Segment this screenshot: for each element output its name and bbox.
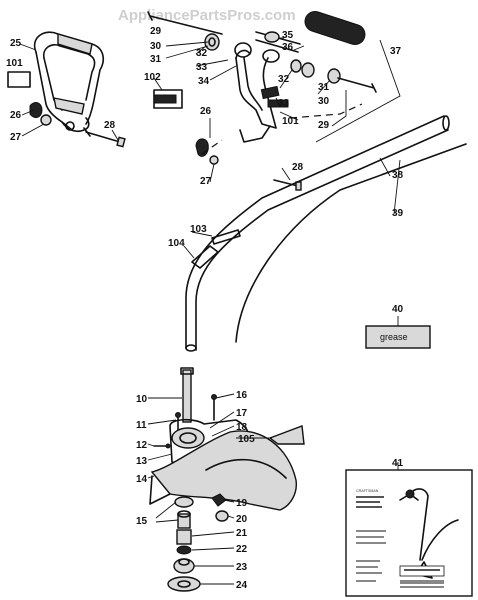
- callout-26b: 26: [200, 106, 212, 117]
- callout-36: 36: [282, 42, 294, 53]
- cap-24: [167, 576, 201, 592]
- label-101a: [7, 71, 31, 88]
- grease-label: grease: [380, 332, 408, 342]
- callout-28b: 28: [292, 162, 304, 173]
- callout-34: 34: [198, 76, 210, 87]
- callout-28a: 28: [104, 120, 116, 131]
- callout-29b: 29: [318, 120, 330, 131]
- callout-41: 41: [392, 458, 404, 469]
- nut-22: [176, 545, 192, 555]
- manual-title: CRAFTSMAN: [356, 489, 379, 493]
- callout-20: 20: [236, 514, 248, 525]
- bearings-15: [174, 496, 194, 529]
- leader-lines: [19, 37, 401, 585]
- decal-104: [191, 245, 219, 269]
- callout-104: 104: [168, 238, 185, 249]
- callout-14: 14: [136, 474, 148, 485]
- callout-18: 18: [236, 422, 248, 433]
- callout-27a: 27: [10, 132, 22, 143]
- callout-32b: 32: [278, 74, 290, 85]
- watermark: AppliancePartsPros.com: [118, 7, 296, 24]
- callout-40: 40: [392, 304, 404, 315]
- callout-25: 25: [10, 38, 22, 49]
- callout-24: 24: [236, 580, 248, 591]
- grip-tube-35: [255, 31, 301, 53]
- spool-23: [173, 558, 195, 574]
- decal-103: [211, 229, 241, 245]
- handle-bracket-34: [234, 42, 280, 143]
- dashed-link-2: [201, 139, 223, 155]
- screw-12: [153, 443, 171, 449]
- callout-39: 39: [392, 208, 404, 219]
- callout-29a: 29: [150, 26, 162, 37]
- callout-33b: 33: [278, 98, 290, 109]
- callout-11: 11: [136, 420, 147, 431]
- callout-10: 10: [136, 394, 148, 405]
- callout-16: 16: [236, 390, 248, 401]
- callout-27b: 27: [200, 176, 212, 187]
- screw-28a: [83, 127, 126, 148]
- callout-23: 23: [236, 562, 248, 573]
- bolt-29b: [337, 77, 377, 93]
- dashed-link-1: [289, 103, 363, 119]
- callout-102: 102: [144, 72, 161, 83]
- callout-30a: 30: [150, 41, 162, 52]
- callout-numbers: 25 101 26 27 28 29 30 31 32 33 34 102 35…: [6, 26, 404, 591]
- callout-32a: 32: [196, 48, 208, 59]
- callout-33a: 33: [196, 62, 208, 73]
- bolt-29a: [147, 11, 223, 35]
- callout-12: 12: [136, 440, 148, 451]
- callout-31a: 31: [150, 54, 162, 65]
- washers-30-32: [204, 33, 341, 84]
- callout-101a: 101: [6, 58, 23, 69]
- callout-35: 35: [282, 30, 294, 41]
- callout-37: 37: [390, 46, 402, 57]
- callout-13: 13: [136, 456, 148, 467]
- callout-26a: 26: [10, 110, 22, 121]
- label-102: [153, 89, 183, 109]
- callout-38: 38: [392, 170, 404, 181]
- grip-36: [304, 11, 366, 45]
- callout-105: 105: [238, 434, 255, 445]
- callout-101b: 101: [282, 116, 299, 127]
- callout-17: 17: [236, 408, 248, 419]
- washer-20: [215, 510, 229, 522]
- callout-103: 103: [190, 224, 207, 235]
- callout-19: 19: [236, 498, 248, 509]
- cable-39: [235, 143, 467, 343]
- callout-30b: 30: [318, 96, 330, 107]
- handle-25: [33, 31, 105, 133]
- owners-manual-41: CRAFTSMAN: [345, 469, 473, 597]
- callout-21: 21: [236, 528, 248, 539]
- label-105: [268, 425, 305, 445]
- drive-shaft-10: [180, 367, 194, 423]
- callout-15: 15: [136, 516, 148, 527]
- hub-21: [176, 529, 192, 545]
- grease-tube-40: grease: [365, 325, 431, 349]
- callout-22: 22: [236, 544, 248, 555]
- bracket-37: [315, 39, 401, 143]
- callout-31b: 31: [318, 82, 330, 93]
- knob-26b: [195, 138, 219, 165]
- knob-26a: [29, 102, 52, 126]
